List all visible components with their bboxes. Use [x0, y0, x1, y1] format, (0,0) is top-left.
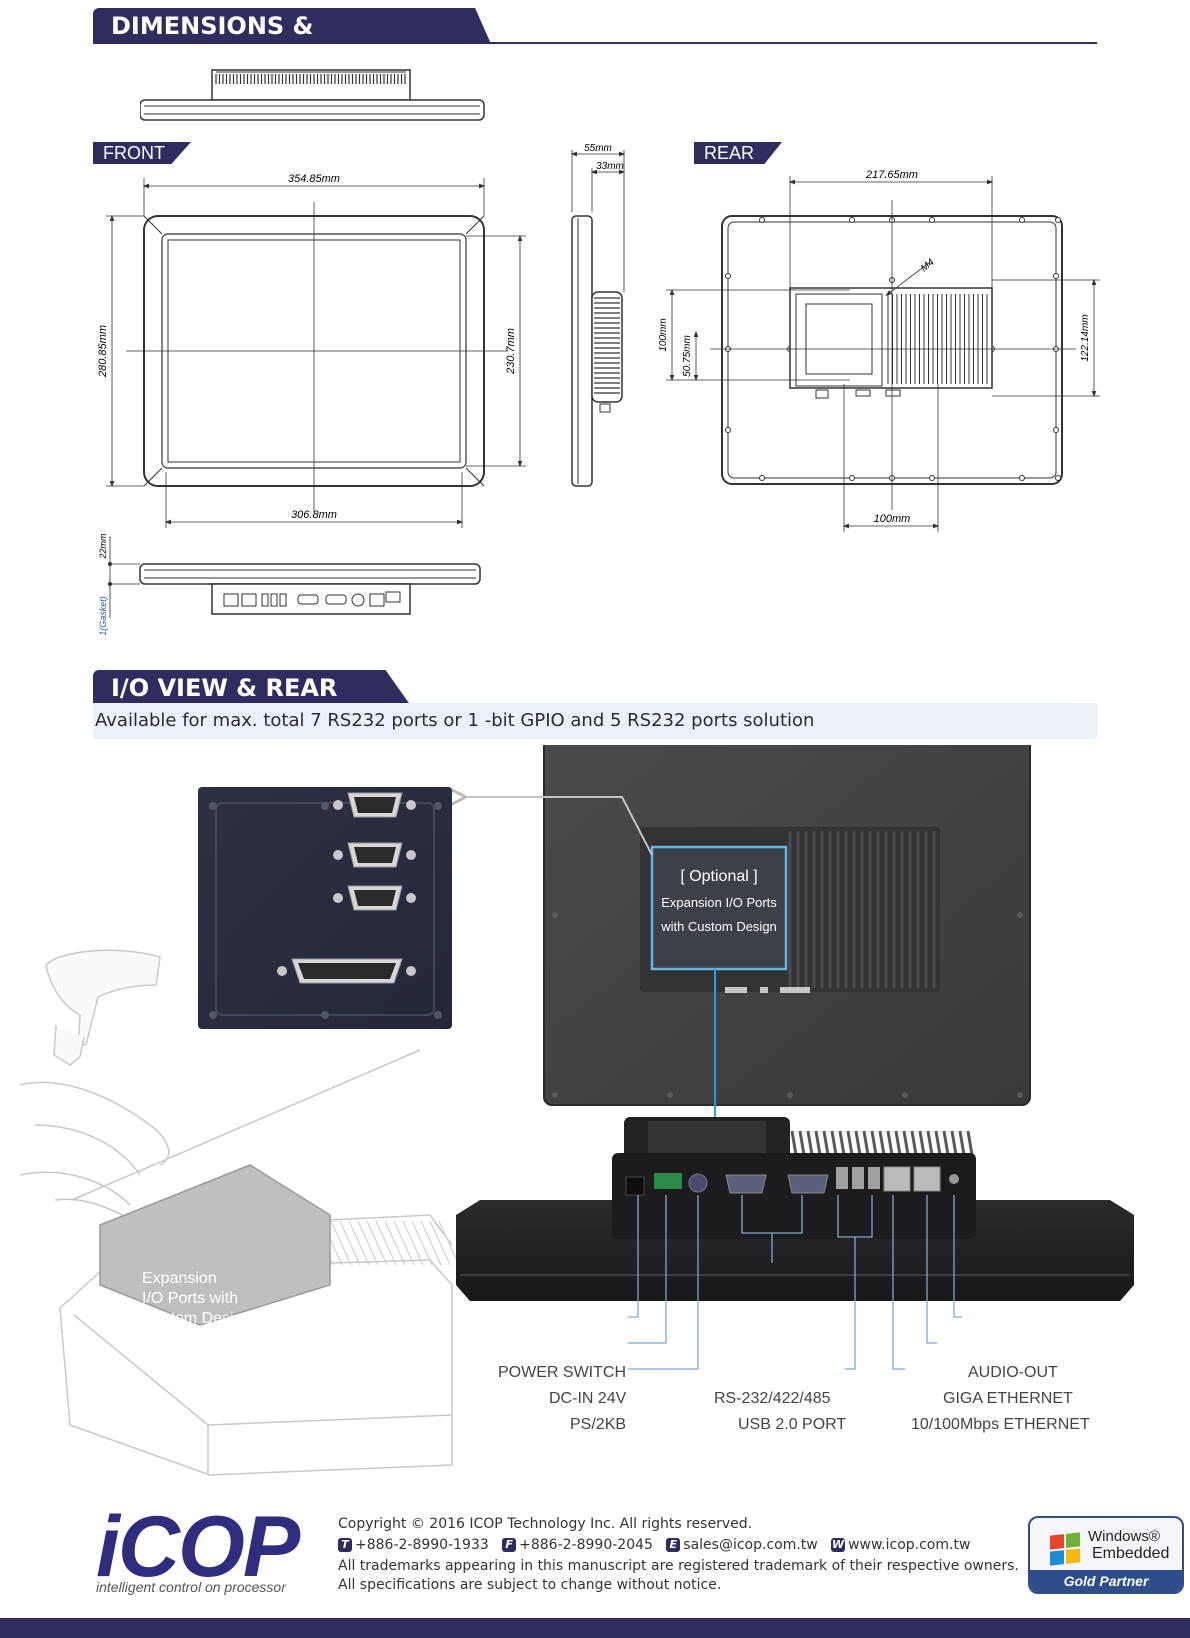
ps2-label: PS/2KB [570, 1416, 627, 1433]
fax-icon: F [502, 1538, 517, 1552]
optional-line1: Expansion I/O Ports [661, 895, 777, 910]
usb-label: USB 2.0 PORT [738, 1416, 847, 1433]
bezel-dim: 22mm [98, 533, 108, 560]
side-view-drawing: 55mm 33mm [570, 143, 626, 487]
web-icon: W [831, 1538, 846, 1552]
rear-vesa-height-dim: 100mm [658, 318, 669, 351]
bottom-view-drawing: 22mm 1(Gasket) [98, 533, 481, 636]
rear-vesa-width-dim: 100mm [874, 513, 911, 525]
trademark-text: All trademarks appearing in this manuscr… [338, 1558, 1019, 1574]
windows-logo-icon [1050, 1532, 1080, 1566]
sketch-expansion-line2: I/O Ports with [142, 1290, 238, 1307]
email-icon: E [666, 1538, 681, 1552]
footer-bar [0, 1618, 1190, 1638]
front-inner-width-dim: 306.8mm [291, 509, 337, 521]
front-inner-height-dim: 230.7mm [505, 328, 517, 375]
front-height-dim: 280.85mm [97, 325, 109, 378]
io-photo-illustration: Expansion I/O Ports with Custom Design [… [19, 745, 1134, 1476]
rear-vesa-offset-dim: 50.75mm [682, 335, 693, 377]
side-depth-total-dim: 55mm [584, 143, 612, 154]
sketch-expansion-line3: Custom Design [142, 1310, 251, 1327]
gasket-dim: 1(Gasket) [98, 596, 108, 636]
giga-ethernet-label: GIGA ETHERNET [943, 1390, 1073, 1407]
front-view-drawing: 354.85mm 280.85mm 230.7mm 306.8mm [97, 173, 526, 528]
badge-gold-partner: Gold Partner [1030, 1570, 1182, 1592]
badge-windows-text: Windows® [1088, 1528, 1160, 1545]
rear-view-drawing: 217.65mm 100mm 50.75mm 122.14mm M4 100mm [658, 170, 1100, 532]
fast-ethernet-label: 10/100Mbps ETHERNET [911, 1416, 1090, 1433]
io-subtitle: Available for max. total 7 RS232 ports o… [93, 703, 1097, 739]
front-view-label: FRONT [93, 142, 191, 164]
side-depth-body-dim: 33mm [596, 161, 624, 172]
phone-number: +886-2-8990-1933 [355, 1537, 489, 1553]
email-link[interactable]: sales@icop.com.tw [683, 1537, 818, 1553]
fax-number: +886-2-8990-2045 [519, 1537, 653, 1553]
front-width-dim: 354.85mm [288, 173, 340, 185]
rear-width-dim: 217.65mm [865, 170, 918, 181]
logo-tagline: intelligent control on processor [96, 1579, 286, 1595]
audio-out-label: AUDIO-OUT [968, 1364, 1058, 1381]
rs232-label: RS-232/422/485 [714, 1390, 831, 1407]
optional-title: [ Optional ] [680, 868, 757, 885]
optional-line2: with Custom Design [660, 919, 777, 934]
rear-view-label: REAR [694, 142, 782, 164]
website-link[interactable]: www.icop.com.tw [848, 1537, 971, 1553]
dimensions-section-title: DIMENSIONS & SPECIFICATION [93, 8, 491, 44]
sketch-expansion-line1: Expansion [142, 1270, 217, 1287]
top-view-drawing [140, 69, 485, 121]
badge-embedded-text: Embedded [1092, 1545, 1170, 1562]
dc-in-label: DC-IN 24V [549, 1390, 627, 1407]
io-section-title: I/O VIEW & REAR VIEW [93, 670, 411, 706]
dimensions-divider [93, 42, 1097, 44]
rear-height-dim: 122.14mm [1080, 314, 1091, 361]
icop-logo: iCOP [96, 1499, 300, 1595]
windows-embedded-badge: Windows® Embedded Gold Partner [1028, 1516, 1184, 1594]
phone-icon: T [338, 1538, 352, 1552]
spec-notice: All specifications are subject to change… [338, 1577, 722, 1593]
copyright-text: Copyright © 2016 ICOP Technology Inc. Al… [338, 1516, 753, 1532]
power-switch-label: POWER SWITCH [498, 1364, 626, 1381]
